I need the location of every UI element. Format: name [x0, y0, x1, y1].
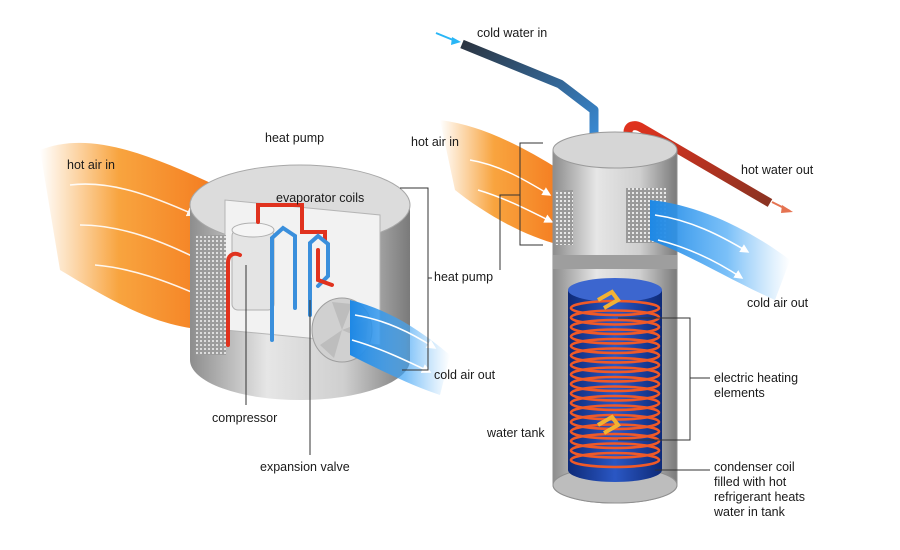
label-heat-pump-top: heat pump: [265, 131, 325, 145]
label-evaporator-coils: evaporator coils: [276, 191, 365, 205]
refrigerant-pipes-left: [226, 203, 334, 347]
label-water-tank: water tank: [487, 426, 545, 440]
label-hot-water-out: hot water out: [741, 163, 814, 177]
cold-air-flow-right: [650, 200, 790, 300]
condenser-line3: refrigerant heats: [714, 490, 806, 504]
electric-heating-elements: [597, 289, 621, 435]
condenser-line4: water in tank: [714, 505, 785, 519]
coil-turn: [569, 375, 661, 393]
label-cold-air-out-right: cold air out: [747, 296, 809, 310]
cold-air-arrows-right: [654, 214, 750, 279]
coil-turn: [569, 432, 661, 450]
coil-turn: [569, 394, 661, 412]
label-electric-heating-elements: electric heating elements: [714, 371, 798, 401]
cold-water-pipe: [435, 32, 599, 150]
label-cold-air-out-left: cold air out: [434, 368, 496, 382]
label-compressor: compressor: [212, 411, 278, 425]
hot-air-arrows-right: [469, 159, 554, 223]
heat-pump-bracket: [245, 187, 432, 455]
coil-turn: [569, 366, 661, 383]
coil-turn: [569, 347, 661, 364]
hot-air-flow-right: [440, 120, 560, 245]
condenser-line2: filled with hot: [714, 475, 787, 489]
label-expansion-valve: expansion valve: [260, 460, 350, 474]
label-heat-pump-middle: heat pump: [434, 270, 494, 284]
coil-turn: [569, 328, 661, 345]
right-callout-lines: [499, 142, 710, 471]
coil-turn: [569, 451, 661, 469]
electric-heating-line2: elements: [714, 386, 765, 400]
condenser-coil: [569, 299, 661, 469]
label-hot-air-in-left: hot air in: [67, 158, 115, 172]
condenser-line1: condenser coil: [714, 460, 795, 474]
coil-turn: [569, 442, 661, 459]
coil-turn: [569, 356, 661, 374]
coil-turn: [569, 385, 661, 402]
label-cold-water-in: cold water in: [477, 26, 548, 40]
label-hot-air-in-right: hot air in: [411, 135, 459, 149]
cold-air-arrows-left: [351, 314, 437, 373]
coil-turn: [569, 318, 661, 336]
label-condenser-coil: condenser coil filled with hot refrigera…: [714, 460, 805, 520]
electric-heating-line1: electric heating: [714, 371, 799, 385]
coil-turn: [569, 337, 661, 355]
